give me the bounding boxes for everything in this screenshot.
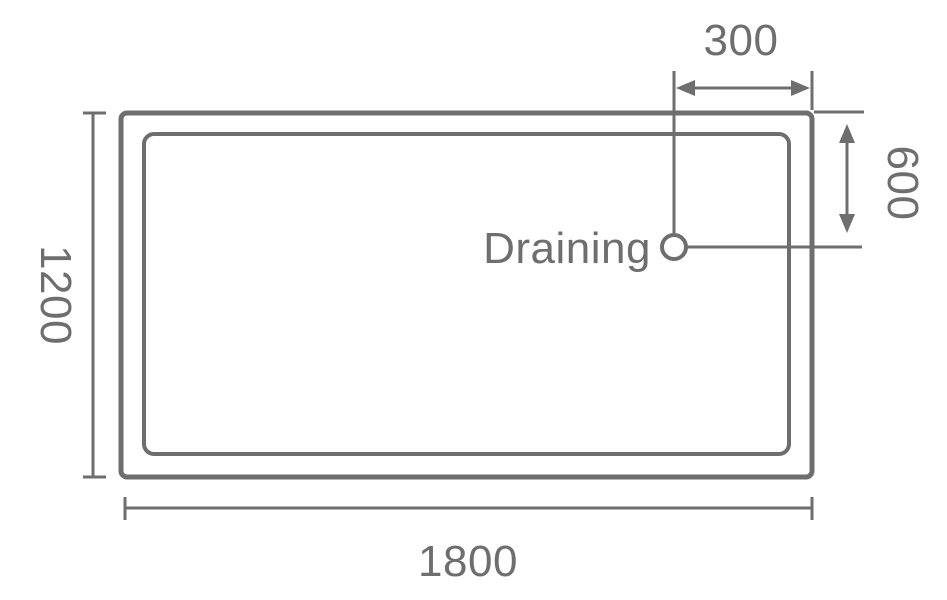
- dim-600-label: 600: [878, 146, 927, 221]
- dim-600-arrowhead-up: [839, 124, 855, 143]
- tray-inner-edge: [142, 132, 791, 456]
- arrowheads-group: [676, 80, 855, 233]
- dim-1200-label: 1200: [31, 245, 80, 345]
- tray-outer-edge: [118, 110, 815, 480]
- dim-300-arrowhead-left: [676, 80, 695, 96]
- dim-300-arrowhead-right: [791, 80, 810, 96]
- dim-300-label: 300: [704, 16, 779, 65]
- dim-1800-label: 1800: [418, 537, 518, 586]
- drain-label: Draining: [483, 224, 651, 273]
- dim-600-arrowhead-down: [839, 214, 855, 233]
- dimension-lines-group: [83, 71, 864, 520]
- labels-group: Draining 300 600 1200 1800: [31, 16, 927, 586]
- drain-hole: [660, 233, 688, 261]
- tray-outline-group: [118, 110, 815, 480]
